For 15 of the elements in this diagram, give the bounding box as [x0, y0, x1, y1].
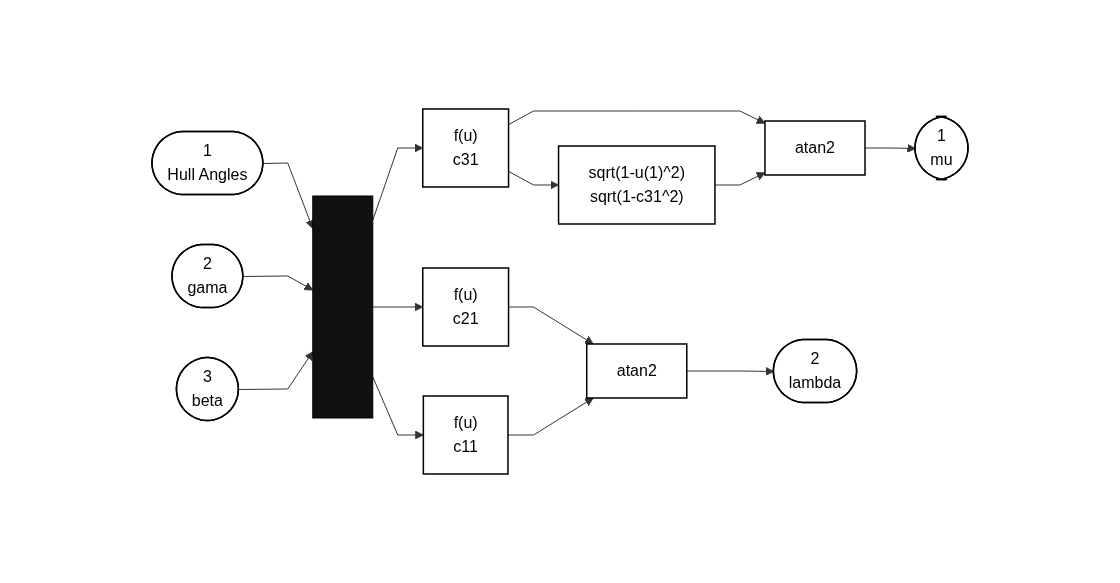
node-box: atan2 — [586, 343, 688, 399]
arrow — [507, 397, 594, 436]
arrow — [508, 306, 594, 345]
node-box: f(u) c11 — [422, 395, 509, 475]
arrow — [242, 275, 314, 291]
arrow — [372, 376, 424, 440]
node-box: f(u) c21 — [422, 267, 510, 347]
arrow — [238, 351, 314, 390]
arrow — [714, 172, 766, 186]
node-box: sqrt(1-u(1)^2) sqrt(1-c31^2) — [557, 145, 716, 225]
node-bar — [312, 195, 374, 419]
arrow — [508, 110, 766, 126]
node-box: f(u) c31 — [422, 108, 510, 188]
arrow — [508, 170, 559, 190]
node-box: atan2 — [764, 120, 866, 176]
